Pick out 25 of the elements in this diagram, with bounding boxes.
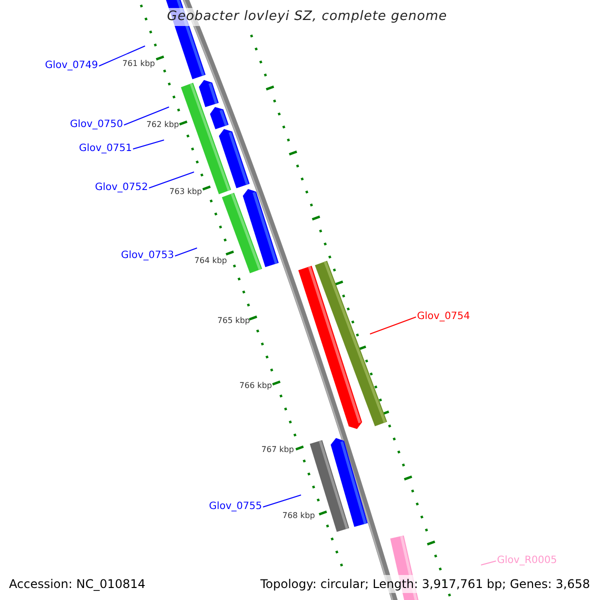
gene-label: Glov_R0005 — [497, 554, 557, 568]
leader-line — [480, 560, 496, 566]
genome-stats-note: Topology: circular; Length: 3,917,761 bp; Genes: 3,658 — [259, 575, 591, 593]
leader-line — [174, 248, 198, 256]
leader-line — [132, 140, 164, 150]
gene-label: Glov_0753 — [120, 249, 174, 263]
scale-label: 766 kbp — [239, 381, 272, 391]
gene-label: Glov_0755 — [208, 500, 262, 514]
leader-line — [148, 172, 194, 188]
scale-label: 763 kbp — [169, 187, 202, 197]
gene-label: Glov_0754 — [417, 310, 470, 324]
scale-label: 762 kbp — [146, 120, 179, 130]
leader-line — [98, 46, 146, 66]
gene-label: Glov_0751 — [78, 142, 132, 156]
leader-line — [370, 316, 416, 334]
scale-label: 768 kbp — [282, 511, 315, 521]
scale-label: 764 kbp — [194, 256, 227, 266]
scale-label: 765 kbp — [217, 316, 250, 326]
gene-label: Glov_0750 — [70, 118, 123, 132]
leader-line — [124, 106, 170, 126]
gene-label: Glov_0752 — [94, 181, 148, 195]
scale-label: 761 kbp — [122, 59, 155, 69]
gene-label: Glov_0749 — [44, 59, 98, 73]
scale-label: 767 kbp — [261, 445, 294, 455]
leader-line — [262, 494, 302, 508]
